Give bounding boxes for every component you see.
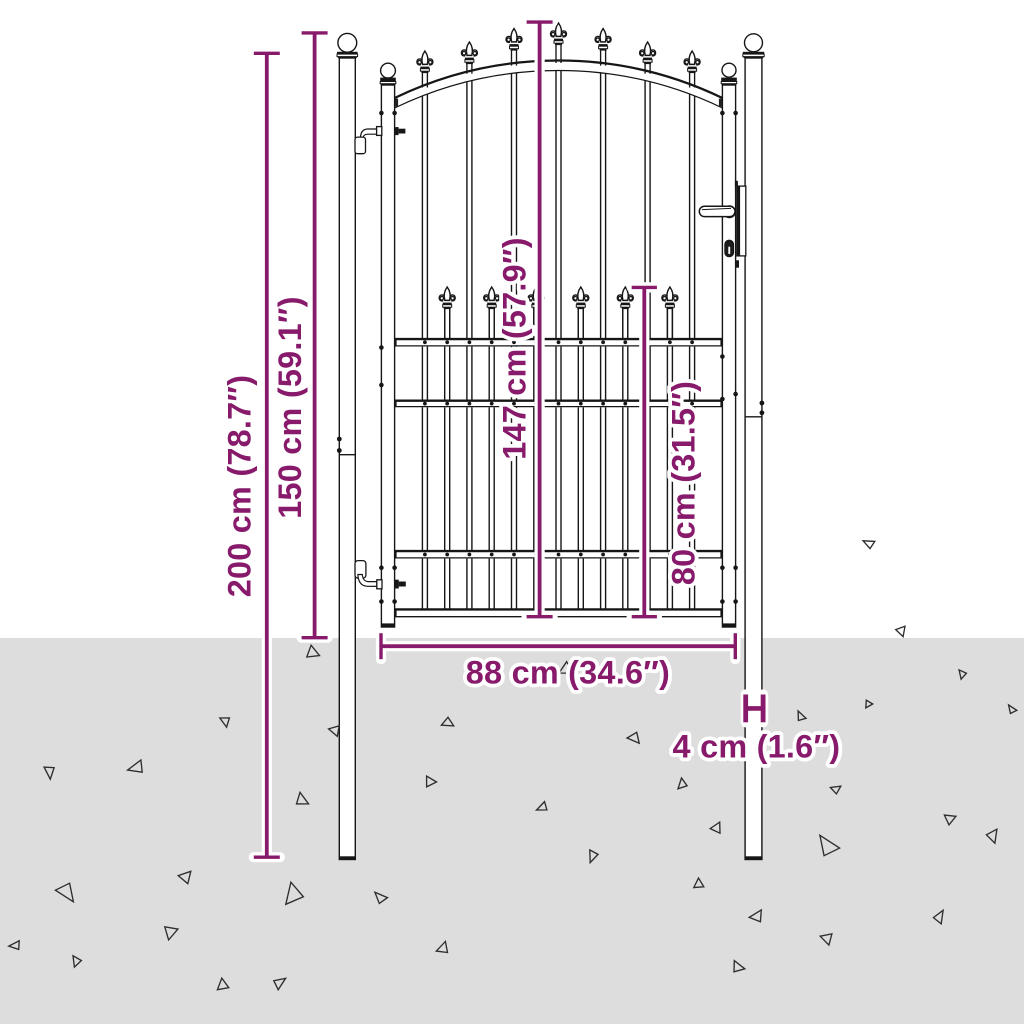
svg-text:88 cm (34.6″): 88 cm (34.6″): [466, 654, 670, 690]
svg-text:150 cm (59.1″): 150 cm (59.1″): [272, 296, 308, 519]
svg-text:80 cm (31.5″): 80 cm (31.5″): [666, 381, 702, 585]
svg-text:4 cm (1.6″): 4 cm (1.6″): [673, 729, 841, 765]
svg-text:200 cm (78.7″): 200 cm (78.7″): [222, 375, 258, 598]
svg-text:147 cm (57.9″): 147 cm (57.9″): [497, 237, 533, 460]
